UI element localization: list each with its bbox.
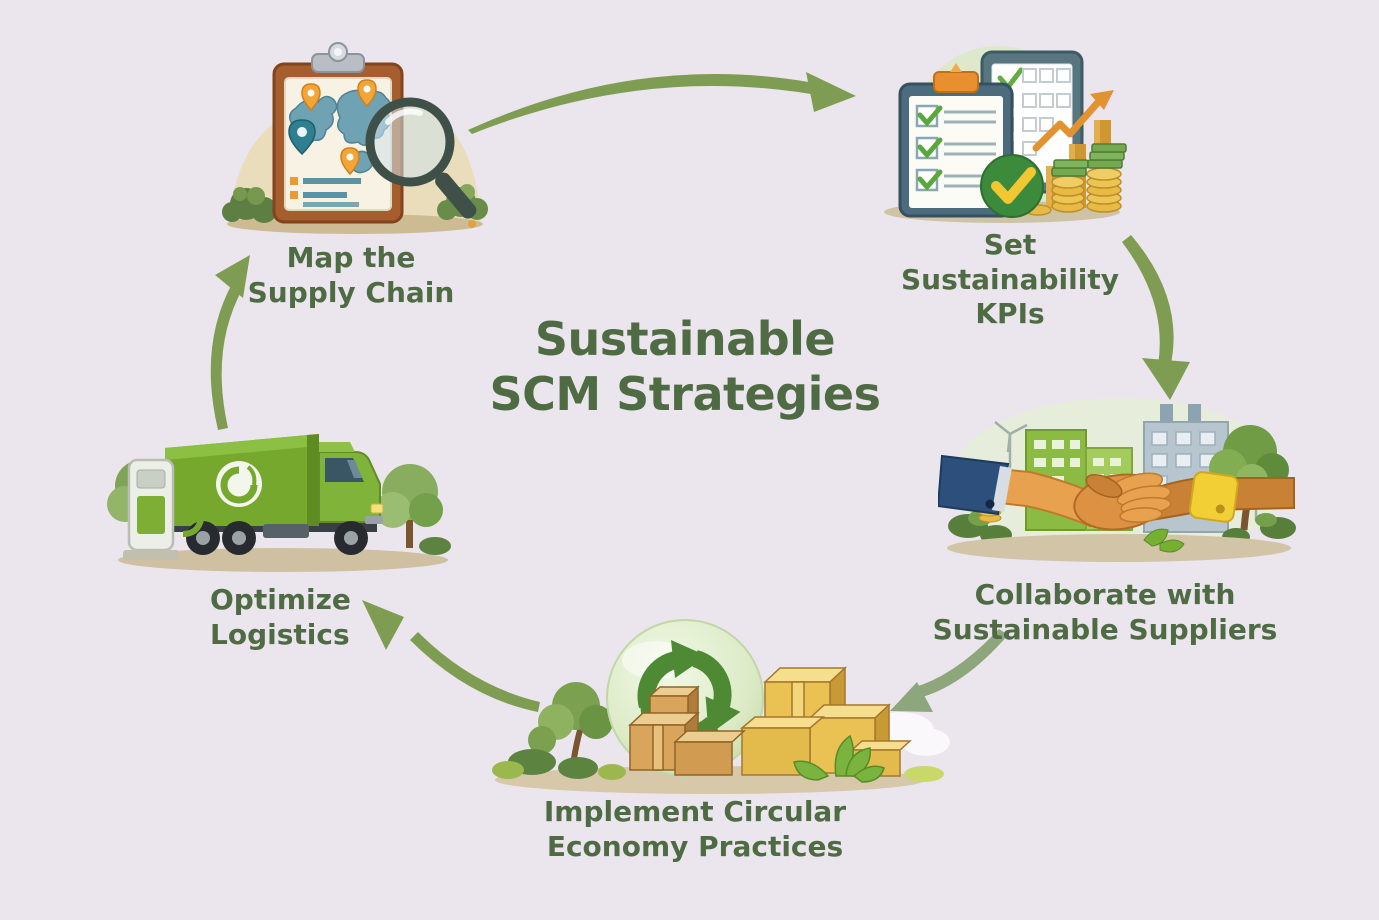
boxes-icon	[628, 666, 912, 777]
diagram-title: Sustainable SCM Strategies	[455, 312, 915, 422]
tree-icon	[528, 682, 613, 773]
step-label-optimize-logistics: Optimize Logistics	[210, 583, 351, 651]
bush-icon	[948, 510, 1296, 546]
charging-station-icon	[123, 458, 205, 560]
tree-icon	[375, 464, 451, 555]
yellow-cuff	[1188, 471, 1239, 523]
flow-arrow-circular-to-logistics	[362, 600, 540, 712]
handshake-icon	[938, 454, 1295, 531]
step-label-implement-circular-economy: Implement Circular Economy Practices	[543, 795, 847, 863]
bush-icon	[492, 749, 626, 780]
flow-arrow-logistics-to-map	[210, 255, 250, 430]
growth-arrow-icon	[1032, 90, 1114, 152]
grass	[904, 766, 944, 782]
legend-lines	[290, 177, 361, 207]
illustration-circular-economy	[480, 610, 952, 798]
step-label-set-sustainability-kpis: Set Sustainability KPIs	[901, 228, 1119, 331]
check-badge-icon	[980, 154, 1044, 218]
front-checklist-icon	[898, 63, 1014, 218]
illustration-optimize-logistics	[103, 408, 451, 580]
cash-stack-icon	[1051, 143, 1127, 177]
magnifier-icon	[365, 97, 477, 228]
coins-icon	[1024, 143, 1127, 216]
title-line-2: SCM Strategies	[489, 367, 882, 422]
flow-arrow-collaborate-to-circular	[890, 629, 1008, 712]
location-pin-icon	[288, 79, 377, 176]
flow-arrow-map-to-kpis	[468, 72, 856, 134]
illustration-collaborate-suppliers	[938, 388, 1300, 570]
blue-sleeve	[938, 454, 1012, 516]
plant-icon	[793, 734, 885, 783]
illustration-set-sustainability-kpis	[870, 38, 1142, 230]
wheel-icon	[186, 521, 368, 555]
leaf-logo-icon	[216, 461, 262, 507]
title-line-1: Sustainable	[534, 312, 836, 366]
step-label-map-supply-chain: Map the Supply Chain	[247, 241, 455, 309]
leaf-icon	[1143, 528, 1185, 553]
flow-arrow-kpis-to-collaborate	[1122, 235, 1190, 400]
illustration-map-supply-chain	[214, 36, 496, 236]
step-label-collaborate-suppliers: Collaborate with Sustainable Suppliers	[932, 578, 1278, 646]
